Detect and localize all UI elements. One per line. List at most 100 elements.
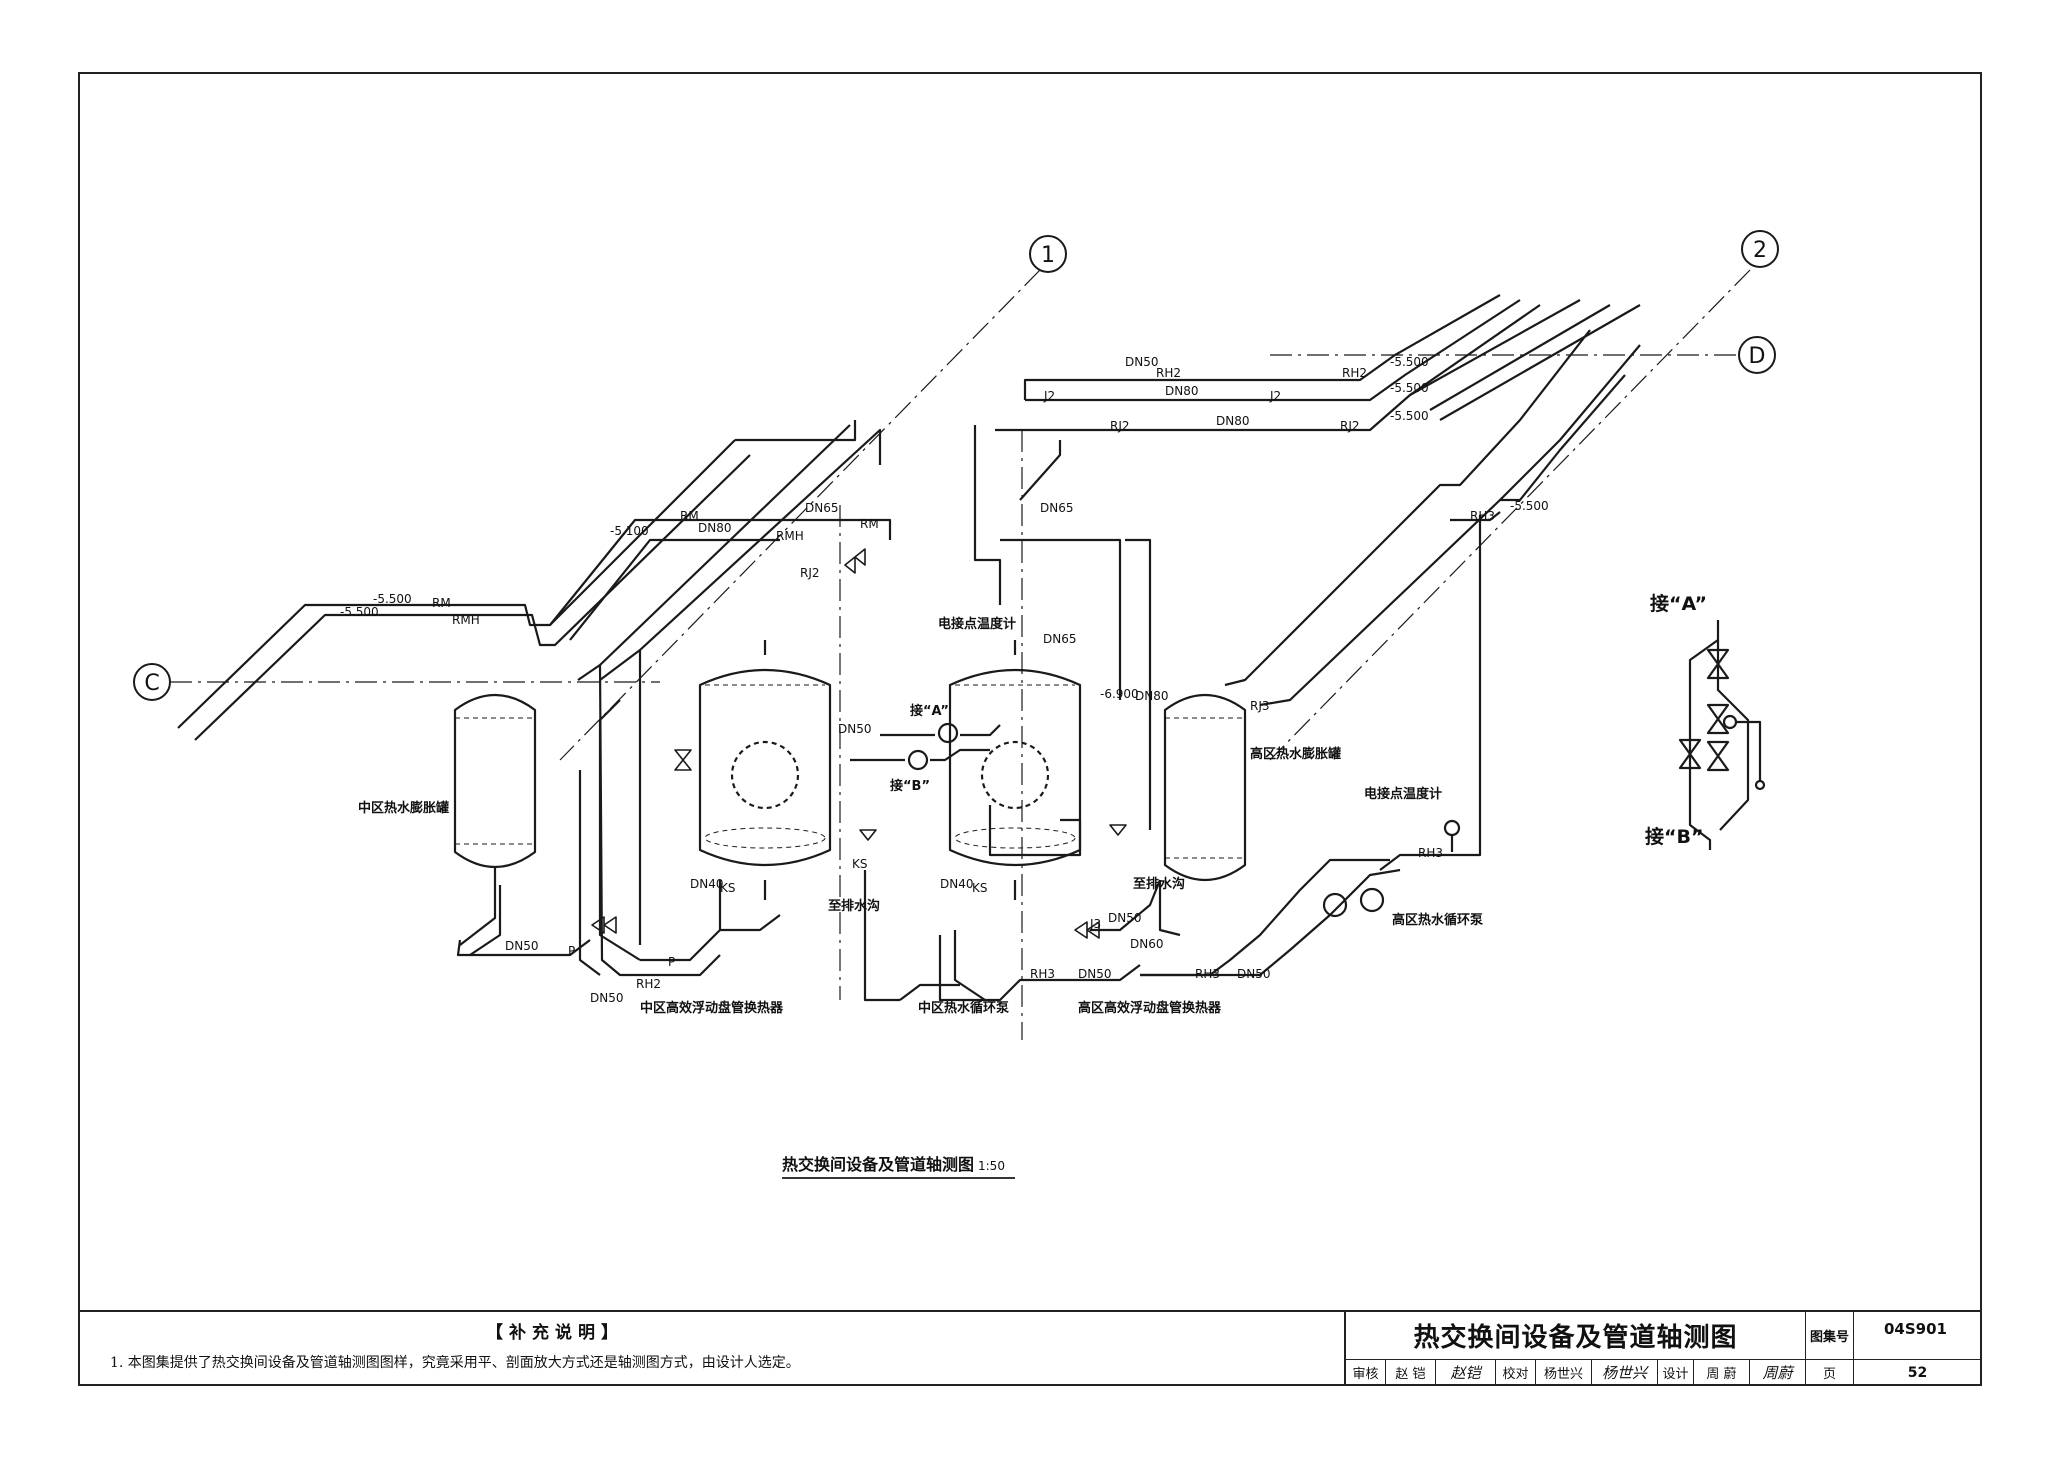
designer-name: 周 蔚 xyxy=(1694,1360,1750,1386)
title-block: 热交换间设备及管道轴测图 图集号 04S901 审核 赵 铠 赵铠 校对 杨世兴… xyxy=(1344,1310,1982,1386)
pipe-label-rh3-4: RH3 xyxy=(1030,967,1055,981)
pipe-label-rj3: RJ3 xyxy=(1250,699,1270,713)
title-block-title: 热交换间设备及管道轴测图 xyxy=(1346,1312,1806,1360)
mid-circ-pump-label: 中区热水循环泵 xyxy=(918,1000,1009,1016)
pipe-left-risers xyxy=(456,424,882,977)
high-expansion-tank xyxy=(1163,693,1247,882)
detail-conn-a-label: 接“A” xyxy=(1650,593,1707,615)
mid-expansion-tank xyxy=(453,693,537,946)
size-label-dn80-top-2: DN80 xyxy=(1216,414,1250,428)
elevation-mark-2: -5.500 xyxy=(340,605,379,619)
review-label: 审核 xyxy=(1346,1360,1386,1386)
reviewer-name: 赵 铠 xyxy=(1386,1360,1436,1386)
detail-conn-b-label: 接“B” xyxy=(1645,826,1703,848)
size-label-dn50-6: DN50 xyxy=(1237,967,1271,981)
axis-2-label: 2 xyxy=(1753,238,1767,263)
pipe-right-diagonals xyxy=(1224,329,1641,871)
size-label-dn50-top: DN50 xyxy=(1125,355,1159,369)
size-label-dn50-4: DN50 xyxy=(1108,911,1142,925)
pipe-label-rh3: RH3 xyxy=(1470,509,1495,523)
checker-signature: 杨世兴 xyxy=(1592,1360,1658,1386)
conn-b-label: 接“B” xyxy=(890,778,930,794)
pipe-label-rj2-2: RJ2 xyxy=(1110,419,1130,433)
elevation-mark-3: -5.100 xyxy=(610,524,649,538)
to-drain-label-1: 至排水沟 xyxy=(828,898,880,914)
pipe-label-rm-3: RM xyxy=(860,517,879,531)
mid-expansion-tank-label: 中区热水膨胀罐 xyxy=(358,800,449,816)
mid-heat-exchanger-label: 中区高效浮动盘管换热器 xyxy=(640,1000,784,1016)
elevation-mark-1: -5.500 xyxy=(373,592,412,606)
pipe-label-j2-2: J2 xyxy=(1269,389,1281,403)
axis-lines xyxy=(170,269,1751,1040)
high-circ-pump-label: 高区热水循环泵 xyxy=(1392,912,1483,928)
pipe-label-j3: J3 xyxy=(1089,917,1101,931)
pipe-label-rh3-2: RH3 xyxy=(1418,846,1443,860)
drawing-scale: 1:50 xyxy=(978,1159,1005,1173)
high-heat-exchanger-label: 高区高效浮动盘管换热器 xyxy=(1078,1000,1222,1016)
drawing-frame xyxy=(78,72,1982,1386)
high-heat-exchanger xyxy=(948,640,1082,900)
pipe-label-rh2-3: RH2 xyxy=(636,977,661,991)
circulation-pumps xyxy=(850,722,1385,918)
atlas-number: 04S901 xyxy=(1854,1312,1982,1360)
thermometer-label-2: 电接点温度计 xyxy=(1364,786,1442,802)
elevation-mark-7: -5.500 xyxy=(1510,499,1549,513)
size-label-dn65-2: DN65 xyxy=(805,501,839,515)
drawing-title: 热交换间设备及管道轴测图 xyxy=(782,1155,974,1174)
supplementary-notes: 【补充说明】 1. 本图集提供了热交换间设备及管道轴测图图样，究竟采用平、剖面放… xyxy=(78,1310,1344,1388)
elevation-mark-6: -5.500 xyxy=(1390,409,1429,423)
atlas-label: 图集号 xyxy=(1806,1312,1854,1360)
size-label-dn65: DN65 xyxy=(1040,501,1074,515)
elevation-mark-8: -6.900 xyxy=(1100,687,1139,701)
pipe-label-rh3-3: RH3 xyxy=(1195,967,1220,981)
axis-c-label: C xyxy=(144,671,159,696)
pipe-central-risers xyxy=(973,425,1152,857)
pipe-label-j2: J2 xyxy=(1043,389,1055,403)
pipe-label-ks-2: KS xyxy=(972,881,988,895)
thermometer-high-zone xyxy=(1443,819,1461,852)
notes-item-1: 1. 本图集提供了热交换间设备及管道轴测图图样，究竟采用平、剖面放大方式还是轴测… xyxy=(110,1355,800,1371)
size-label-dn80: DN80 xyxy=(698,521,732,535)
thermometer-label-1: 电接点温度计 xyxy=(938,616,1016,632)
size-label-dn40-2: DN40 xyxy=(940,877,974,891)
axis-1-label: 1 xyxy=(1041,243,1055,268)
pipe-label-rmh: RMH xyxy=(452,613,480,627)
size-label-dn50-5: DN50 xyxy=(1078,967,1112,981)
pipe-label-rm-2: RM xyxy=(680,509,699,523)
page-number: 52 xyxy=(1854,1360,1982,1386)
pipe-label-p-2: P xyxy=(668,955,675,969)
axis-d-label: D xyxy=(1749,344,1766,369)
reviewer-signature: 赵铠 xyxy=(1436,1360,1496,1386)
pipe-label-ks-3: KS xyxy=(852,857,868,871)
axis-bubbles xyxy=(133,230,1779,701)
pipe-label-rh2-2: RH2 xyxy=(1342,366,1367,380)
mid-heat-exchanger xyxy=(698,640,832,900)
check-label: 校对 xyxy=(1496,1360,1536,1386)
elevation-mark-4: -5.500 xyxy=(1390,355,1429,369)
checker-name: 杨世兴 xyxy=(1536,1360,1592,1386)
design-label: 设计 xyxy=(1658,1360,1694,1386)
size-label-dn50: DN50 xyxy=(505,939,539,953)
pipe-label-rj2: RJ2 xyxy=(800,566,820,580)
pipe-label-p: P xyxy=(568,944,575,958)
designer-signature: 周蔚 xyxy=(1750,1360,1806,1386)
pipe-lower-left xyxy=(469,699,960,1002)
pipe-label-rm: RM xyxy=(432,596,451,610)
size-label-dn50-3: DN50 xyxy=(838,722,872,736)
to-drain-label-2: 至排水沟 xyxy=(1133,876,1185,892)
pipe-label-rh2: RH2 xyxy=(1156,366,1181,380)
size-label-dn80-2: DN80 xyxy=(1135,689,1169,703)
pipe-top-headers xyxy=(995,294,1641,432)
detail-a-b xyxy=(1678,620,1766,850)
pipe-label-rj2-3: RJ2 xyxy=(1340,419,1360,433)
pipe-label-rmh-2: RMH xyxy=(776,529,804,543)
pipe-lower-right xyxy=(938,858,1401,1002)
notes-heading: 【补充说明】 xyxy=(486,1323,624,1343)
high-expansion-tank-label: 高区热水膨胀罐 xyxy=(1250,746,1341,762)
page-label: 页 xyxy=(1806,1360,1854,1386)
valves xyxy=(591,548,1127,939)
size-label-dn80-top: DN80 xyxy=(1165,384,1199,398)
size-label-dn40: DN40 xyxy=(690,877,724,891)
